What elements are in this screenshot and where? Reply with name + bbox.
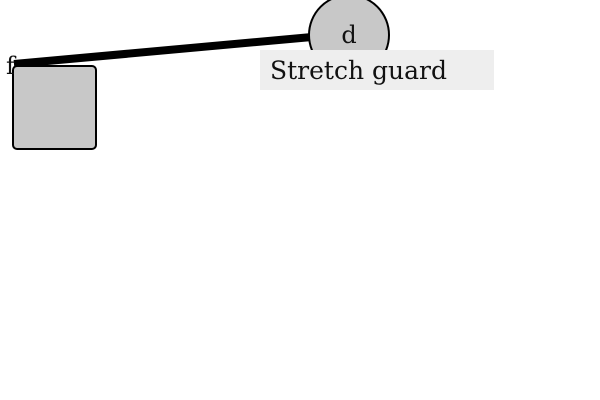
edge-label-background xyxy=(260,50,494,90)
edge-f-d xyxy=(13,33,313,68)
node-f-label: f xyxy=(6,52,17,80)
node-d-label: d xyxy=(341,21,356,49)
node-f-box[interactable] xyxy=(12,65,97,150)
edge-label: Stretch guard xyxy=(270,56,447,85)
